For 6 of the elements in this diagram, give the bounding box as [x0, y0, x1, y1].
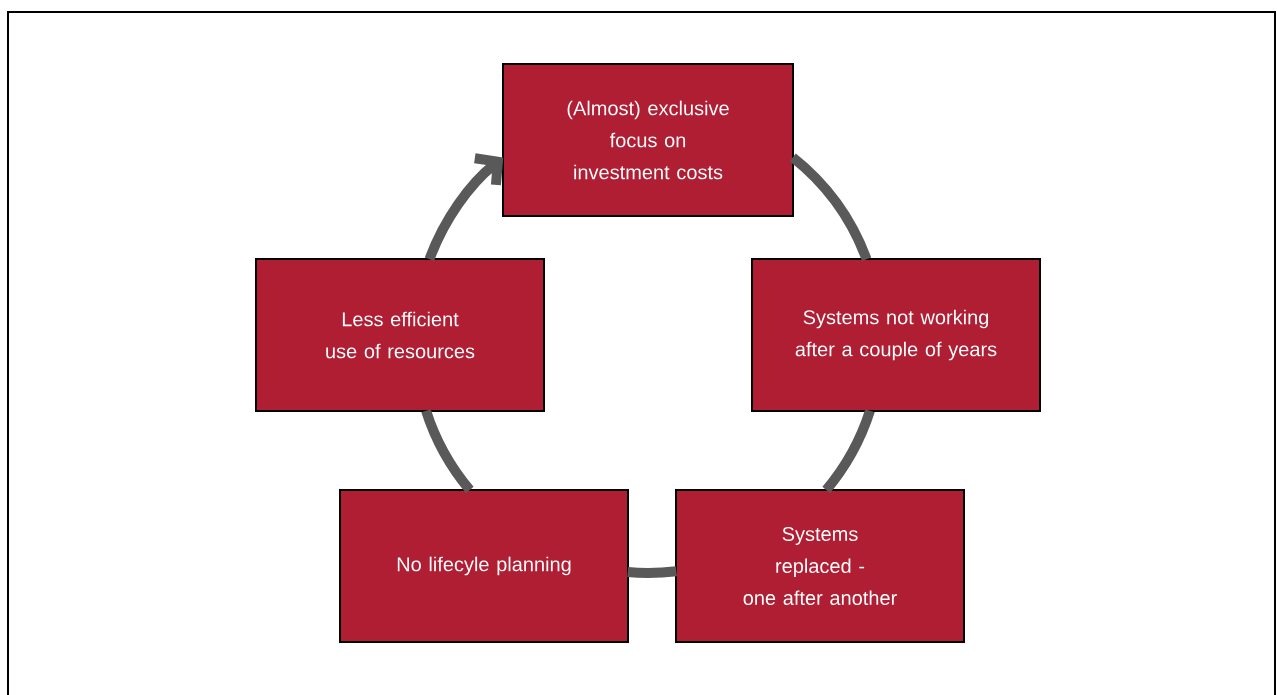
process-box: No lifecyle planning — [339, 489, 629, 643]
arrow — [424, 153, 504, 261]
process-box: (Almost) exclusive focus on investment costs — [502, 63, 794, 217]
process-box: Systems not working after a couple of years — [751, 258, 1041, 412]
process-box: Systems replaced - one after another — [675, 489, 965, 643]
process-box: Less efficient use of resources — [255, 258, 545, 412]
